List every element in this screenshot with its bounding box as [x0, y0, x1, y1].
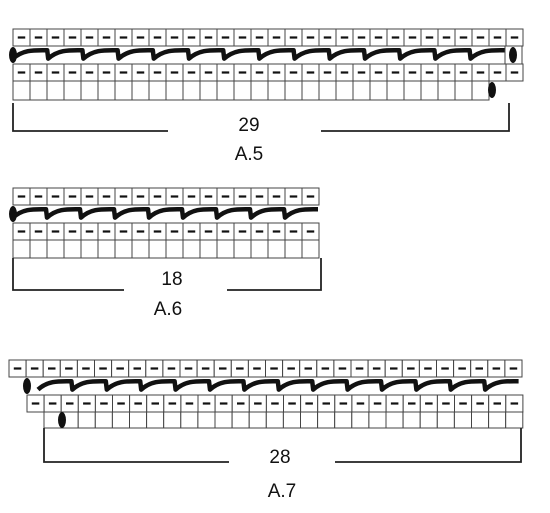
knit-cell [284, 80, 303, 101]
knit-cell [233, 239, 252, 259]
knit-cell [301, 80, 320, 101]
edge-oval-stitch [58, 412, 66, 428]
knit-cell [114, 239, 133, 259]
knit-cell [131, 239, 150, 259]
knit-cell [63, 239, 82, 259]
knit-cell [94, 411, 113, 429]
knit-cell [420, 80, 439, 101]
knit-cell [80, 80, 99, 101]
knit-cell [265, 411, 284, 429]
knit-cell [163, 411, 182, 429]
knit-cell [250, 80, 269, 101]
knit-cell [284, 239, 303, 259]
knit-cell [216, 80, 235, 101]
knit-cell [180, 411, 199, 429]
cable-twist-stroke [11, 206, 319, 220]
knit-cell [216, 239, 235, 259]
knit-cell [165, 239, 184, 259]
knit-cell [318, 80, 337, 101]
knit-cell [29, 239, 48, 259]
edge-oval-stitch [488, 82, 496, 98]
knit-cell [282, 411, 301, 429]
edge-oval-stitch [9, 47, 17, 63]
knit-cell [63, 80, 82, 101]
knit-cell [199, 239, 218, 259]
knit-cell [454, 80, 473, 101]
stitch-count-a5: 29 [238, 115, 259, 136]
knit-cell [488, 411, 507, 429]
chart-name-a5: A.5 [235, 144, 264, 165]
knit-cell [386, 80, 405, 101]
knit-cell [231, 411, 250, 429]
cable-twist-stroke [11, 47, 505, 61]
knit-cell [182, 80, 201, 101]
knit-cell [80, 239, 99, 259]
knit-cell [233, 80, 252, 101]
knit-cell [182, 239, 201, 259]
knit-cell [402, 411, 421, 429]
edge-oval-stitch [509, 47, 517, 63]
chart-a5 [9, 28, 524, 101]
chart-a7 [8, 359, 524, 429]
knit-cell [437, 80, 456, 101]
knit-cell [334, 411, 353, 429]
knit-cell [385, 411, 404, 429]
stitch-count-bracket-a7 [43, 428, 522, 463]
knit-cell [351, 411, 370, 429]
knit-cell [46, 80, 65, 101]
knit-cell [197, 411, 216, 429]
knit-cell [471, 80, 490, 101]
knit-cell [165, 80, 184, 101]
knit-cell [403, 80, 422, 101]
cable-twist-stroke [36, 378, 519, 392]
chart-a6 [9, 187, 320, 259]
knit-cell [12, 80, 31, 101]
knit-cell [97, 239, 116, 259]
knit-cell [248, 411, 267, 429]
knit-cell [352, 80, 371, 101]
knit-cell [250, 239, 269, 259]
knit-cell [131, 80, 150, 101]
knit-cell [436, 411, 455, 429]
knit-cell [77, 411, 96, 429]
knit-cell [267, 80, 286, 101]
knit-cell [146, 411, 165, 429]
stitch-count-a7: 28 [269, 447, 290, 468]
stitch-count-a6: 18 [161, 269, 182, 290]
knit-cell [46, 239, 65, 259]
knit-cell [335, 80, 354, 101]
knit-cell [301, 239, 320, 259]
knit-cell [129, 411, 148, 429]
chart-name-a6: A.6 [154, 299, 183, 320]
stitch-count-bracket-a5 [12, 103, 510, 132]
knit-cell [505, 411, 524, 429]
chart-name-a7: A.7 [268, 481, 297, 502]
knit-cell [148, 80, 167, 101]
knit-cell [148, 239, 167, 259]
edge-oval-stitch [9, 206, 17, 222]
knit-cell [369, 80, 388, 101]
knit-cell [199, 80, 218, 101]
edge-oval-stitch [23, 378, 31, 394]
knit-cell [368, 411, 387, 429]
knit-cell [267, 239, 286, 259]
knit-cell [29, 80, 48, 101]
knit-cell [453, 411, 472, 429]
knit-cell [12, 239, 31, 259]
stitch-count-bracket-a6 [12, 258, 322, 291]
knit-cell [300, 411, 319, 429]
knit-cell [317, 411, 336, 429]
knit-cell [97, 80, 116, 101]
knit-cell [471, 411, 490, 429]
knit-cell [419, 411, 438, 429]
knit-cell [114, 80, 133, 101]
knit-cell [214, 411, 233, 429]
knit-cell [111, 411, 131, 429]
